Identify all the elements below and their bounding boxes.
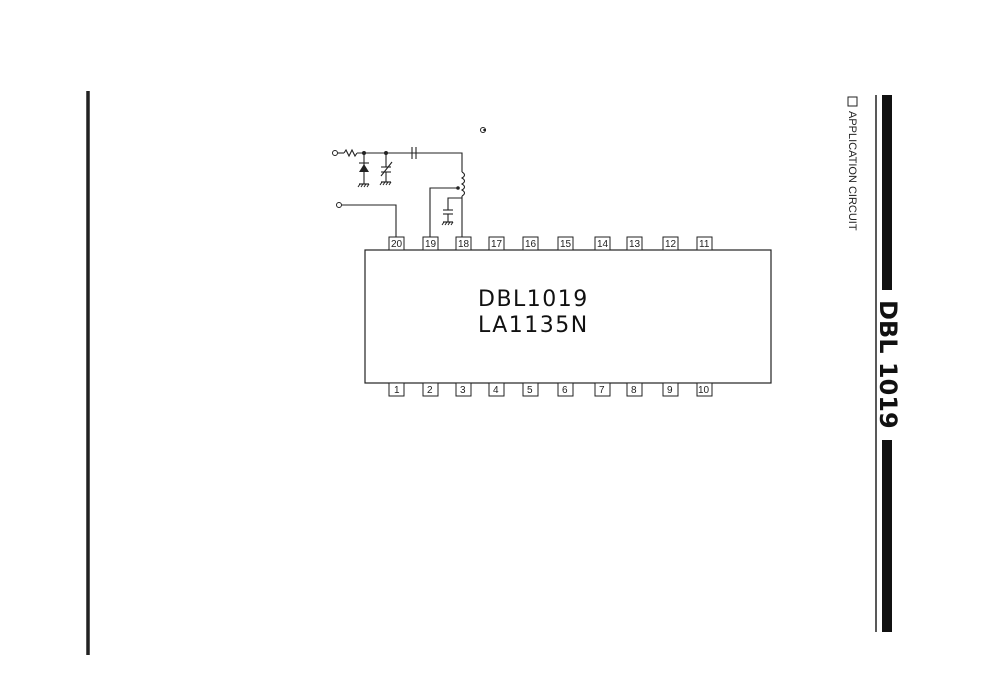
ic-body bbox=[364, 249, 772, 384]
pin-3: 3 bbox=[460, 385, 466, 396]
pin-12: 12 bbox=[665, 239, 677, 250]
pin-4: 4 bbox=[493, 385, 499, 396]
top-circuit-wiring bbox=[332, 127, 486, 237]
ic-top-pins: 20 19 18 17 16 15 14 13 12 11 bbox=[388, 236, 713, 251]
ic-alt-part-number: LA1135N bbox=[478, 313, 589, 338]
pin-10: 10 bbox=[698, 385, 710, 396]
pin-18: 18 bbox=[458, 239, 470, 250]
pin-6: 6 bbox=[562, 385, 568, 396]
pin-20: 20 bbox=[391, 239, 403, 250]
side-bar-bottom bbox=[882, 440, 892, 632]
pin-15: 15 bbox=[560, 239, 572, 250]
pin-16: 16 bbox=[525, 239, 537, 250]
pin-5: 5 bbox=[527, 385, 533, 396]
pin-1: 1 bbox=[394, 385, 400, 396]
pin-19: 19 bbox=[425, 239, 437, 250]
pin-14: 14 bbox=[597, 239, 609, 250]
ic-bottom-pins: 1 2 3 4 5 6 7 8 9 10 bbox=[388, 382, 713, 397]
pin-8: 8 bbox=[631, 385, 637, 396]
side-subtitle: APPLICATION CIRCUIT bbox=[846, 111, 858, 231]
pin-7: 7 bbox=[599, 385, 605, 396]
ic-part-number: DBL1019 bbox=[478, 287, 589, 312]
pin-9: 9 bbox=[667, 385, 673, 396]
checkbox-icon bbox=[847, 96, 858, 107]
side-title: DBL 1019 bbox=[874, 300, 902, 429]
pin-2: 2 bbox=[427, 385, 433, 396]
pin-13: 13 bbox=[629, 239, 641, 250]
pin-17: 17 bbox=[491, 239, 503, 250]
side-bar-top bbox=[882, 95, 892, 290]
pin-11: 11 bbox=[699, 239, 710, 250]
